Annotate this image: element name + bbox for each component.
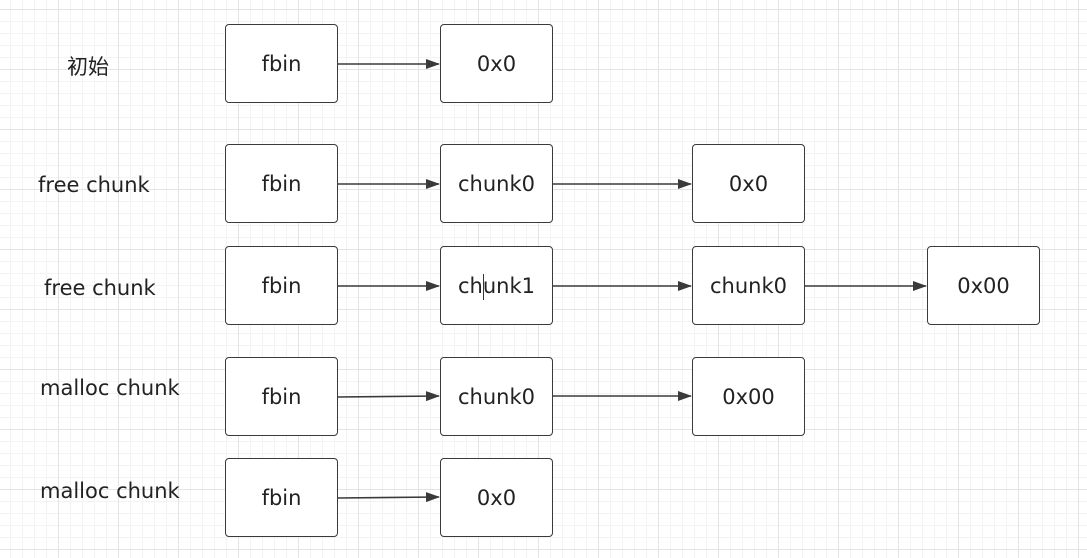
node-box: 0x0	[440, 458, 553, 537]
node-box: fbin	[225, 246, 338, 325]
node-box: fbin	[225, 24, 338, 103]
node-box: 0x00	[692, 357, 805, 436]
node-box: chunk1	[440, 246, 553, 325]
node-box: 0x00	[927, 246, 1040, 325]
row-label: 初始	[67, 55, 109, 79]
row-label: free chunk	[38, 173, 150, 197]
node-box: chunk0	[440, 144, 553, 223]
node-box: chunk0	[440, 357, 553, 436]
arrow	[337, 391, 440, 402]
row-label: free chunk	[44, 276, 156, 300]
node-box: 0x0	[692, 144, 805, 223]
arrow	[337, 492, 440, 503]
node-box: fbin	[225, 144, 338, 223]
text-cursor	[483, 274, 484, 300]
node-box: 0x0	[440, 24, 553, 103]
node-box: fbin	[225, 357, 338, 436]
node-box: fbin	[225, 458, 338, 537]
node-box: chunk0	[692, 246, 805, 325]
row-label: malloc chunk	[40, 479, 180, 503]
row-label: malloc chunk	[40, 376, 180, 400]
